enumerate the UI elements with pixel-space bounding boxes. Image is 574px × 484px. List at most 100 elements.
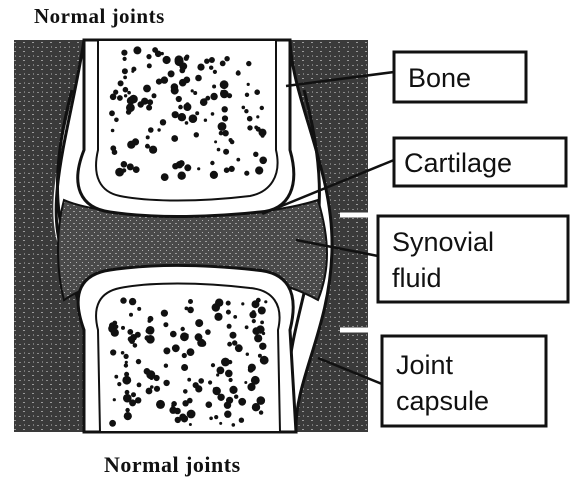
marrow-dot [175,55,184,64]
marrow-dot [195,75,202,82]
marrow-dot [114,325,119,330]
marrow-dot [126,109,131,114]
marrow-dot [123,76,127,80]
marrow-dot [163,347,170,354]
label-bone-text: Bone [408,63,471,93]
marrow-dot [208,380,212,384]
marrow-dot [117,95,123,101]
marrow-dot [214,313,222,321]
marrow-dot [152,47,158,53]
marrow-dot [163,380,169,386]
label-bone: Bone [394,52,526,102]
marrow-dot [113,398,116,401]
marrow-dot [195,319,203,327]
diagram-title-bottom: Normal joints [104,452,241,478]
marrow-dot [171,401,177,407]
marrow-dot [247,125,252,130]
marrow-dot [259,410,263,414]
marrow-dot [129,298,136,305]
marrow-dot [178,172,186,180]
marrow-dot [180,161,184,165]
marrow-dot [163,322,168,327]
marrow-dot [193,382,199,388]
marrow-dot [127,329,133,335]
marrow-dot [136,359,141,364]
upper-bone [78,40,294,217]
marrow-dot [129,95,138,104]
marrow-dot [205,329,211,335]
marrow-dot [197,64,204,71]
marrow-dot [121,50,127,56]
marrow-dot [222,130,228,136]
marrow-dot [118,80,124,86]
marrow-dot [156,400,165,409]
marrow-dot [109,420,116,427]
marrow-dot [125,408,129,412]
marrow-dot [210,93,217,100]
marrow-dot [146,335,155,344]
marrow-dot [187,378,191,382]
marrow-dot [252,403,260,411]
marrow-dot [245,93,249,97]
marrow-dot [178,105,183,110]
marrow-dot [245,325,249,329]
marrow-dot [185,121,189,125]
marrow-dot [247,116,253,122]
marrow-dot [236,158,240,162]
marrow-dot [111,129,115,133]
marrow-dot [183,389,188,394]
marrow-dot [210,171,218,179]
marrow-dot [244,171,249,176]
marrow-dot [174,408,181,415]
marrow-dot [124,412,132,420]
marrow-dot [137,383,142,388]
label-cartilage-text: Cartilage [404,148,512,178]
marrow-dot [246,61,251,66]
marrow-dot [168,70,175,77]
marrow-dot [229,166,235,172]
marrow-dot [156,79,162,85]
marrow-dot [193,91,197,95]
marrow-dot [215,299,223,307]
marrow-dot [221,358,230,367]
marrow-dot [223,149,229,155]
marrow-dot [130,334,137,341]
marrow-dot [259,343,266,350]
marrow-dot [232,423,236,427]
marrow-dot [248,364,256,372]
marrow-dot [255,166,263,174]
marrow-dot [127,163,134,170]
marrow-dot [152,93,157,98]
marrow-dot [226,310,231,315]
marrow-dot [195,111,199,115]
marrow-dot [117,382,121,386]
marrow-dot [229,378,233,382]
marrow-dot [186,334,189,337]
marrow-dot [252,327,260,335]
marrow-dot [148,127,154,133]
marrow-dot [259,157,267,165]
marrow-dot [181,327,185,331]
marrow-dot [146,370,155,379]
marrow-dot [124,354,129,359]
marrow-dot [124,363,128,367]
marrow-dot [224,56,229,61]
marrow-dot [254,334,262,342]
marrow-dot [191,89,194,92]
marrow-dot [221,90,224,93]
marrow-dot [160,119,166,125]
marrow-dot [122,68,128,74]
marrow-dot [133,166,140,173]
marrow-dot [230,332,237,339]
marrow-dot [147,63,152,68]
marrow-dot [137,307,141,311]
marrow-dot [127,91,131,95]
marrow-dot [224,411,231,418]
marrow-dot [189,423,192,426]
marrow-dot [217,367,225,375]
marrow-dot [211,112,215,116]
marrow-dot [224,167,230,173]
marrow-dot [129,313,133,317]
marrow-dot [219,422,222,425]
